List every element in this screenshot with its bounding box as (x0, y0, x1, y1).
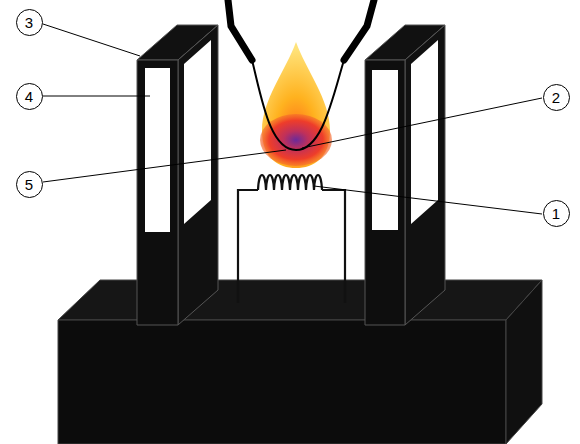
right-plate (365, 25, 445, 325)
callout-number: 5 (25, 177, 33, 192)
callout-circle: 5 (16, 171, 43, 198)
callout-circle: 1 (543, 200, 570, 227)
callout-number: 1 (552, 206, 560, 221)
callout-number: 2 (552, 90, 560, 105)
callout-number: 4 (25, 89, 33, 104)
callout-circle: 2 (543, 84, 570, 111)
base-block (58, 280, 542, 444)
thermocouple (228, 0, 374, 150)
left-plate (137, 25, 218, 325)
callout-circle: 4 (16, 83, 43, 110)
heater-coil (238, 175, 345, 303)
callout-circle: 3 (16, 9, 43, 36)
callout-number: 3 (25, 15, 33, 30)
leader-lines (43, 24, 542, 214)
